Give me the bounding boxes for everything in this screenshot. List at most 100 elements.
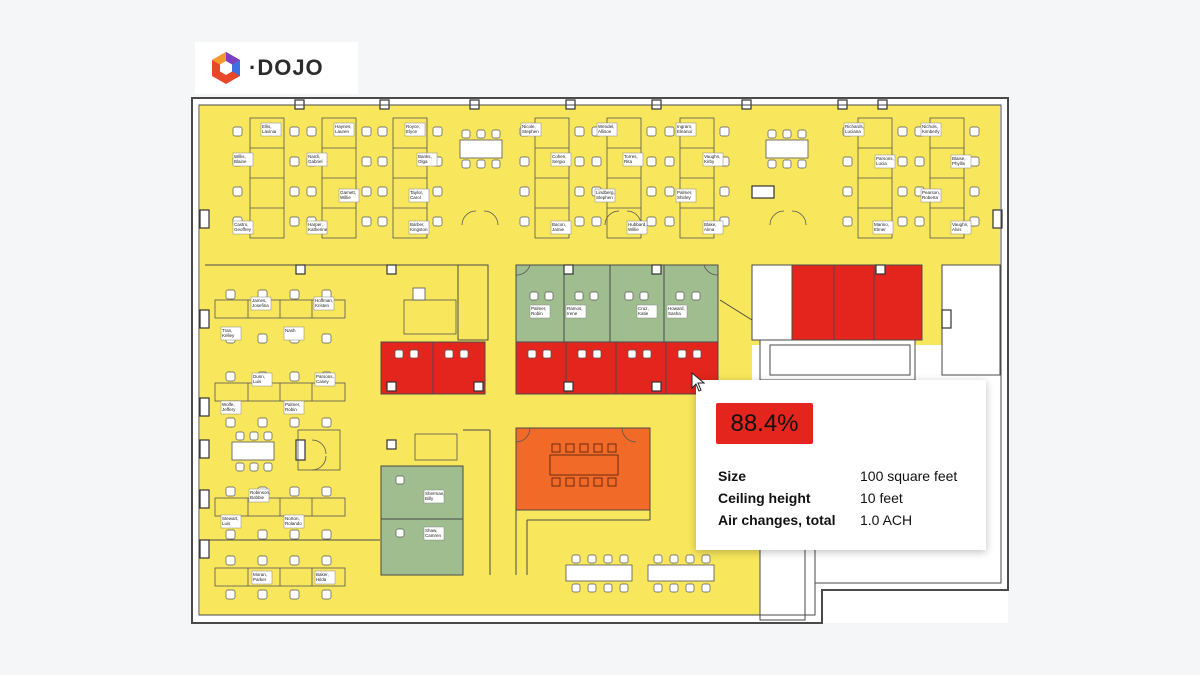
svg-text:Parsons,Lucia: Parsons,Lucia (876, 156, 894, 166)
desk-name-tag: Torres,Rita (622, 152, 644, 167)
door-swings (311, 210, 807, 471)
dojo-logo-icon (212, 52, 240, 84)
desk-name-tag: Haynes,Lauren (333, 122, 355, 137)
svg-text:Moran,Parker: Moran,Parker (253, 572, 267, 582)
desk-name-tag: Howard,Sasha (666, 304, 688, 319)
desk-name-tag: Pearson,Roberta (920, 188, 942, 203)
svg-text:Nardi,Gabriel: Nardi,Gabriel (308, 154, 323, 164)
desk-name-tag: Palmer,Robin (529, 304, 551, 319)
svg-text:Robinson,Bobbie: Robinson,Bobbie (250, 490, 270, 500)
svg-text:Torres,Rita: Torres,Rita (624, 154, 638, 164)
svg-text:Blaise,Phyllis: Blaise,Phyllis (952, 156, 966, 166)
desk-name-tag: Baker,Hilda (314, 570, 336, 585)
desk-name-tag: James,Josefina (250, 296, 272, 311)
desk-name-tag: Cruz,Katie (636, 304, 658, 319)
desk-name-tag: Parsons,Casey (314, 372, 336, 387)
svg-text:Palmer,Robin: Palmer,Robin (285, 402, 300, 412)
mouse-cursor-icon (691, 372, 705, 392)
desk-name-tag: Lindberg,Stephen (594, 188, 616, 203)
svg-text:Banks,Olga: Banks,Olga (418, 154, 432, 164)
brand-logo: ·DOJO (195, 42, 358, 94)
workstations (214, 117, 965, 587)
svg-text:Harper,Katherine: Harper,Katherine (308, 222, 328, 232)
tooltip-label: Air changes, total (718, 512, 836, 528)
desk-name-tag: Dunn,Luis (251, 372, 273, 387)
svg-text:Barber,Kingston: Barber,Kingston (410, 222, 428, 232)
svg-text:Howard,Sasha: Howard,Sasha (668, 306, 685, 316)
room-orange-conference (515, 427, 651, 511)
desk-name-tag: Harper,Katherine (306, 220, 328, 235)
desk-name-tag: Hoffman,Kristen (313, 296, 335, 311)
desk-name-tag: Palmer,Shirley (675, 188, 697, 203)
svg-text:Ingram,Eleanor: Ingram,Eleanor (677, 124, 693, 134)
svg-text:Cruz,Katie: Cruz,Katie (638, 306, 649, 316)
desk-name-tag: Nardi,Gabriel (306, 152, 328, 167)
desk-name-tag: Castro,Geoffrey (232, 220, 254, 235)
desk-name-tag: Nash (283, 326, 305, 341)
desk-name-tag: Cohen,Sergio (550, 152, 572, 167)
svg-text:Nicole,Stephen: Nicole,Stephen (522, 124, 539, 134)
desk-name-tag: Banks,Olga (416, 152, 438, 167)
desk-name-tag: Taylor,Carol (408, 188, 430, 203)
desk-name-tag: Marino,Elmer (872, 220, 894, 235)
desk-name-tag: Gamett,Willie (338, 188, 360, 203)
tooltip-label: Ceiling height (718, 490, 811, 506)
svg-text:Tran,Kelley: Tran,Kelley (222, 328, 235, 338)
desk-name-tag: Wendel,Allison (596, 122, 618, 137)
desk-name-tag: Royce,Elyce (404, 122, 426, 137)
tooltip-label: Size (718, 468, 747, 484)
svg-text:Ramos,Irene: Ramos,Irene (567, 306, 583, 316)
svg-text:Hoffman,Kristen: Hoffman,Kristen (315, 298, 333, 308)
svg-text:Baker,Hilda: Baker,Hilda (316, 572, 329, 582)
desk-name-tag: Hubbard,Willie (626, 220, 648, 235)
tooltip-value: 10 feet (860, 490, 903, 506)
inner-walls (205, 264, 911, 575)
svg-text:Wolfe,Jeffery: Wolfe,Jeffery (222, 402, 236, 412)
svg-text:Richards,Luciana: Richards,Luciana (845, 124, 864, 134)
desk-name-tag: Palmer,Robin (283, 400, 305, 415)
svg-text:Willis,Blaine: Willis,Blaine (234, 154, 247, 164)
svg-text:Haynes,Lauren: Haynes,Lauren (335, 124, 352, 134)
desk-name-tags: Ellis,Lavinia Haynes,Lauren Royce,Elyce … (220, 122, 972, 585)
svg-text:Sherman,Billy: Sherman,Billy (425, 491, 445, 501)
room-info-tooltip: 88.4% Size 100 square feet Ceiling heigh… (696, 380, 986, 550)
svg-text:Nichols,Kimberly: Nichols,Kimberly (922, 124, 940, 134)
desk-name-tag: Vaughn,Kirby (702, 152, 724, 167)
svg-text:Norton,Rolando: Norton,Rolando (285, 516, 302, 526)
rooms-green (380, 264, 719, 576)
svg-text:Palmer,Shirley: Palmer,Shirley (677, 190, 692, 200)
svg-text:Stewart,Luis: Stewart,Luis (222, 516, 239, 526)
svg-text:Gamett,Willie: Gamett,Willie (340, 190, 356, 200)
svg-text:Cohen,Sergio: Cohen,Sergio (552, 154, 567, 164)
svg-text:Dunn,Luis: Dunn,Luis (253, 374, 265, 384)
desk-name-tag: Bacon,Jamie (550, 220, 572, 235)
desk-name-tag: Moran,Parker (251, 570, 273, 585)
svg-text:Shaw,Camren: Shaw,Camren (425, 528, 442, 538)
svg-text:Hubbard,Willie: Hubbard,Willie (628, 222, 647, 232)
svg-text:Royce,Elyce: Royce,Elyce (406, 124, 420, 134)
desk-name-tag: Vaughn,Alvis (950, 220, 972, 235)
desk-name-tag: Ramos,Irene (565, 304, 587, 319)
desk-name-tag: Nichols,Kimberly (920, 122, 942, 137)
tooltip-value: 100 square feet (860, 468, 958, 484)
desk-name-tag: Barber,Kingston (408, 220, 430, 235)
desk-name-tag: Shaw,Camren (423, 526, 445, 541)
svg-text:Parsons,Casey: Parsons,Casey (316, 374, 334, 384)
svg-text:Vaughn,Alvis: Vaughn,Alvis (952, 222, 968, 232)
desk-name-tag: Parsons,Lucia (874, 154, 896, 169)
desk-name-tag: Ellis,Lavinia (260, 122, 282, 137)
brand-name: ·DOJO (249, 55, 324, 80)
desk-name-tag: Norton,Rolando (283, 514, 305, 529)
rooms-red (380, 264, 923, 395)
svg-text:Marino,Elmer: Marino,Elmer (874, 222, 889, 232)
svg-text:James,Josefina: James,Josefina (252, 298, 269, 308)
svg-text:Wendel,Allison: Wendel,Allison (598, 124, 614, 134)
desk-name-tag: Richards,Luciana (843, 122, 865, 137)
desk-name-tag: Stewart,Luis (220, 514, 242, 529)
svg-text:Nash: Nash (285, 328, 296, 333)
desk-name-tag: Ingram,Eleanor (675, 122, 697, 137)
conference-table (549, 443, 619, 487)
svg-text:Ellis,Lavinia: Ellis,Lavinia (262, 124, 277, 134)
service-core (457, 264, 1001, 621)
